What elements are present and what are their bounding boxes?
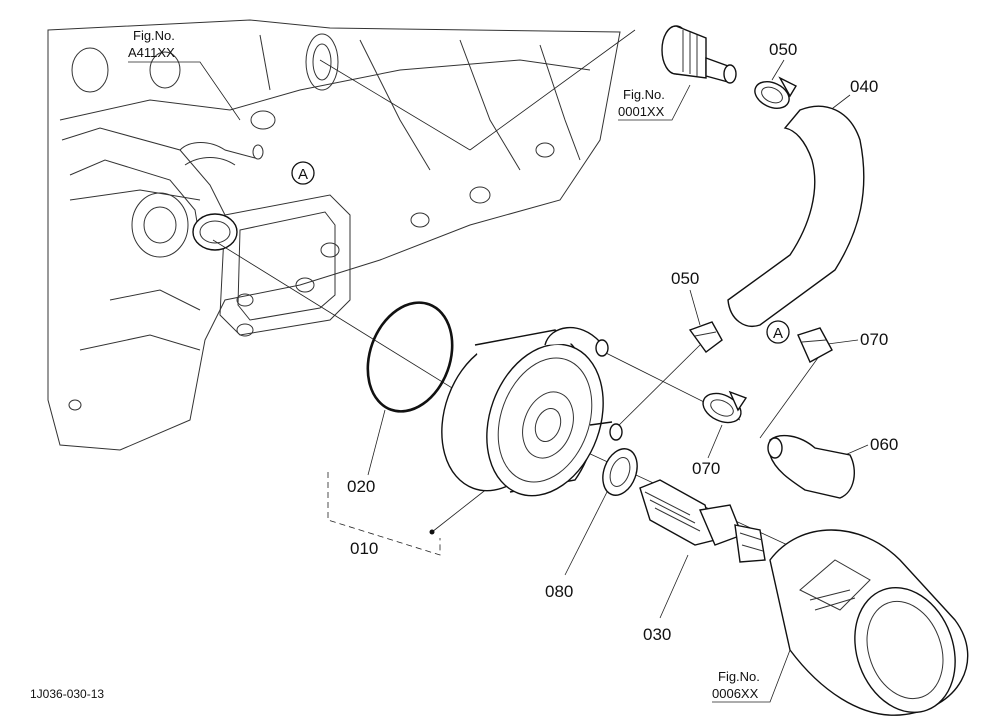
drawing-reference-number: 1J036-030-13 [30, 687, 104, 701]
part-label-080: 080 [545, 582, 573, 601]
view-marker-label: A [773, 325, 783, 342]
part-labels: 050 040 050 070 070 060 020 010 080 030 [347, 40, 898, 644]
view-marker-a-2: A [766, 320, 790, 344]
upper-fitting [661, 25, 737, 84]
fig-ref-line2: 0006XX [712, 686, 759, 701]
fig-ref-0001xx: Fig.No. 0001XX [618, 87, 665, 119]
fig-ref-line2: 0001XX [618, 104, 665, 119]
part-label-020: 020 [347, 477, 375, 496]
fig-ref-line2: A411XX [128, 45, 175, 60]
part-label-060: 060 [870, 435, 898, 454]
center-bolt-030 [639, 479, 766, 563]
engine-block [47, 19, 621, 451]
hose-040 [727, 105, 865, 327]
assembly-bracket [327, 472, 441, 556]
part-label-070-right: 070 [860, 330, 888, 349]
o-ring-020 [366, 301, 454, 413]
oil-filter [769, 529, 969, 716]
leader-lines [128, 29, 869, 703]
part-label-010: 010 [350, 539, 378, 558]
washer-080 [602, 448, 638, 496]
hose-clamps [688, 76, 833, 424]
view-marker-label: A [298, 166, 308, 183]
oil-cooler-010 [441, 326, 623, 497]
part-label-040: 040 [850, 77, 878, 96]
part-label-030: 030 [643, 625, 671, 644]
part-label-070-lower: 070 [692, 459, 720, 478]
fig-ref-line1: Fig.No. [623, 87, 665, 102]
fig-ref-a411xx: Fig.No. A411XX [128, 28, 175, 60]
part-label-050-middle: 050 [671, 269, 699, 288]
view-marker-a-1: A [291, 161, 315, 185]
fig-ref-0006xx: Fig.No. 0006XX [712, 669, 760, 701]
part-label-050-top: 050 [769, 40, 797, 59]
hose-060 [767, 434, 856, 499]
fig-ref-line1: Fig.No. [133, 28, 175, 43]
fig-ref-line1: Fig.No. [718, 669, 760, 684]
